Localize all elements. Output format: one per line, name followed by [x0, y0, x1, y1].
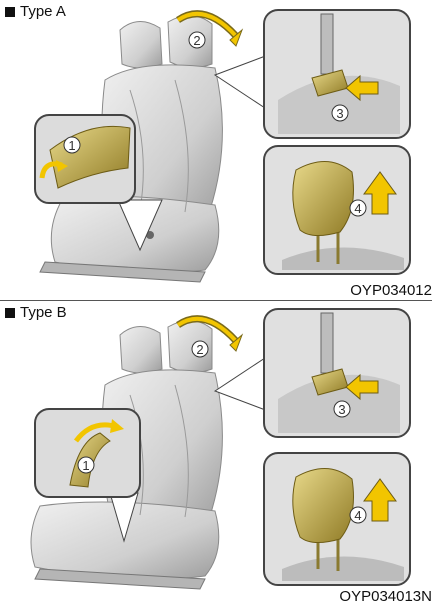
- callout-3: 3: [336, 106, 343, 121]
- seat-illustration-a: 2 1 3: [0, 0, 432, 300]
- figure-code-a: OYP034012: [350, 282, 432, 299]
- callout-2: 2: [193, 33, 200, 48]
- inset-headrest-up: 4: [264, 453, 410, 585]
- figure-label-a: Type A: [5, 3, 66, 20]
- figure-type-b: 2 1 3 4: [0, 301, 432, 606]
- inset-headrest-up: 4: [264, 146, 410, 274]
- callout-3: 3: [338, 402, 345, 417]
- callout-1: 1: [82, 458, 89, 473]
- square-bullet-icon: [5, 7, 15, 17]
- figure-code-b: OYP034013N: [339, 588, 432, 605]
- figure-label-text: Type A: [20, 3, 66, 20]
- callout-4: 4: [354, 508, 361, 523]
- figure-label-text: Type B: [20, 304, 67, 321]
- square-bullet-icon: [5, 308, 15, 318]
- callout-1: 1: [68, 138, 75, 153]
- inset-post-button: 3: [215, 309, 410, 437]
- callout-4: 4: [354, 201, 361, 216]
- figure-label-b: Type B: [5, 304, 67, 321]
- callout-2: 2: [196, 342, 203, 357]
- figure-type-a: 2 1 3: [0, 0, 432, 301]
- seat-illustration-b: 2 1 3 4: [0, 301, 432, 606]
- inset-post-button: 3: [215, 10, 410, 138]
